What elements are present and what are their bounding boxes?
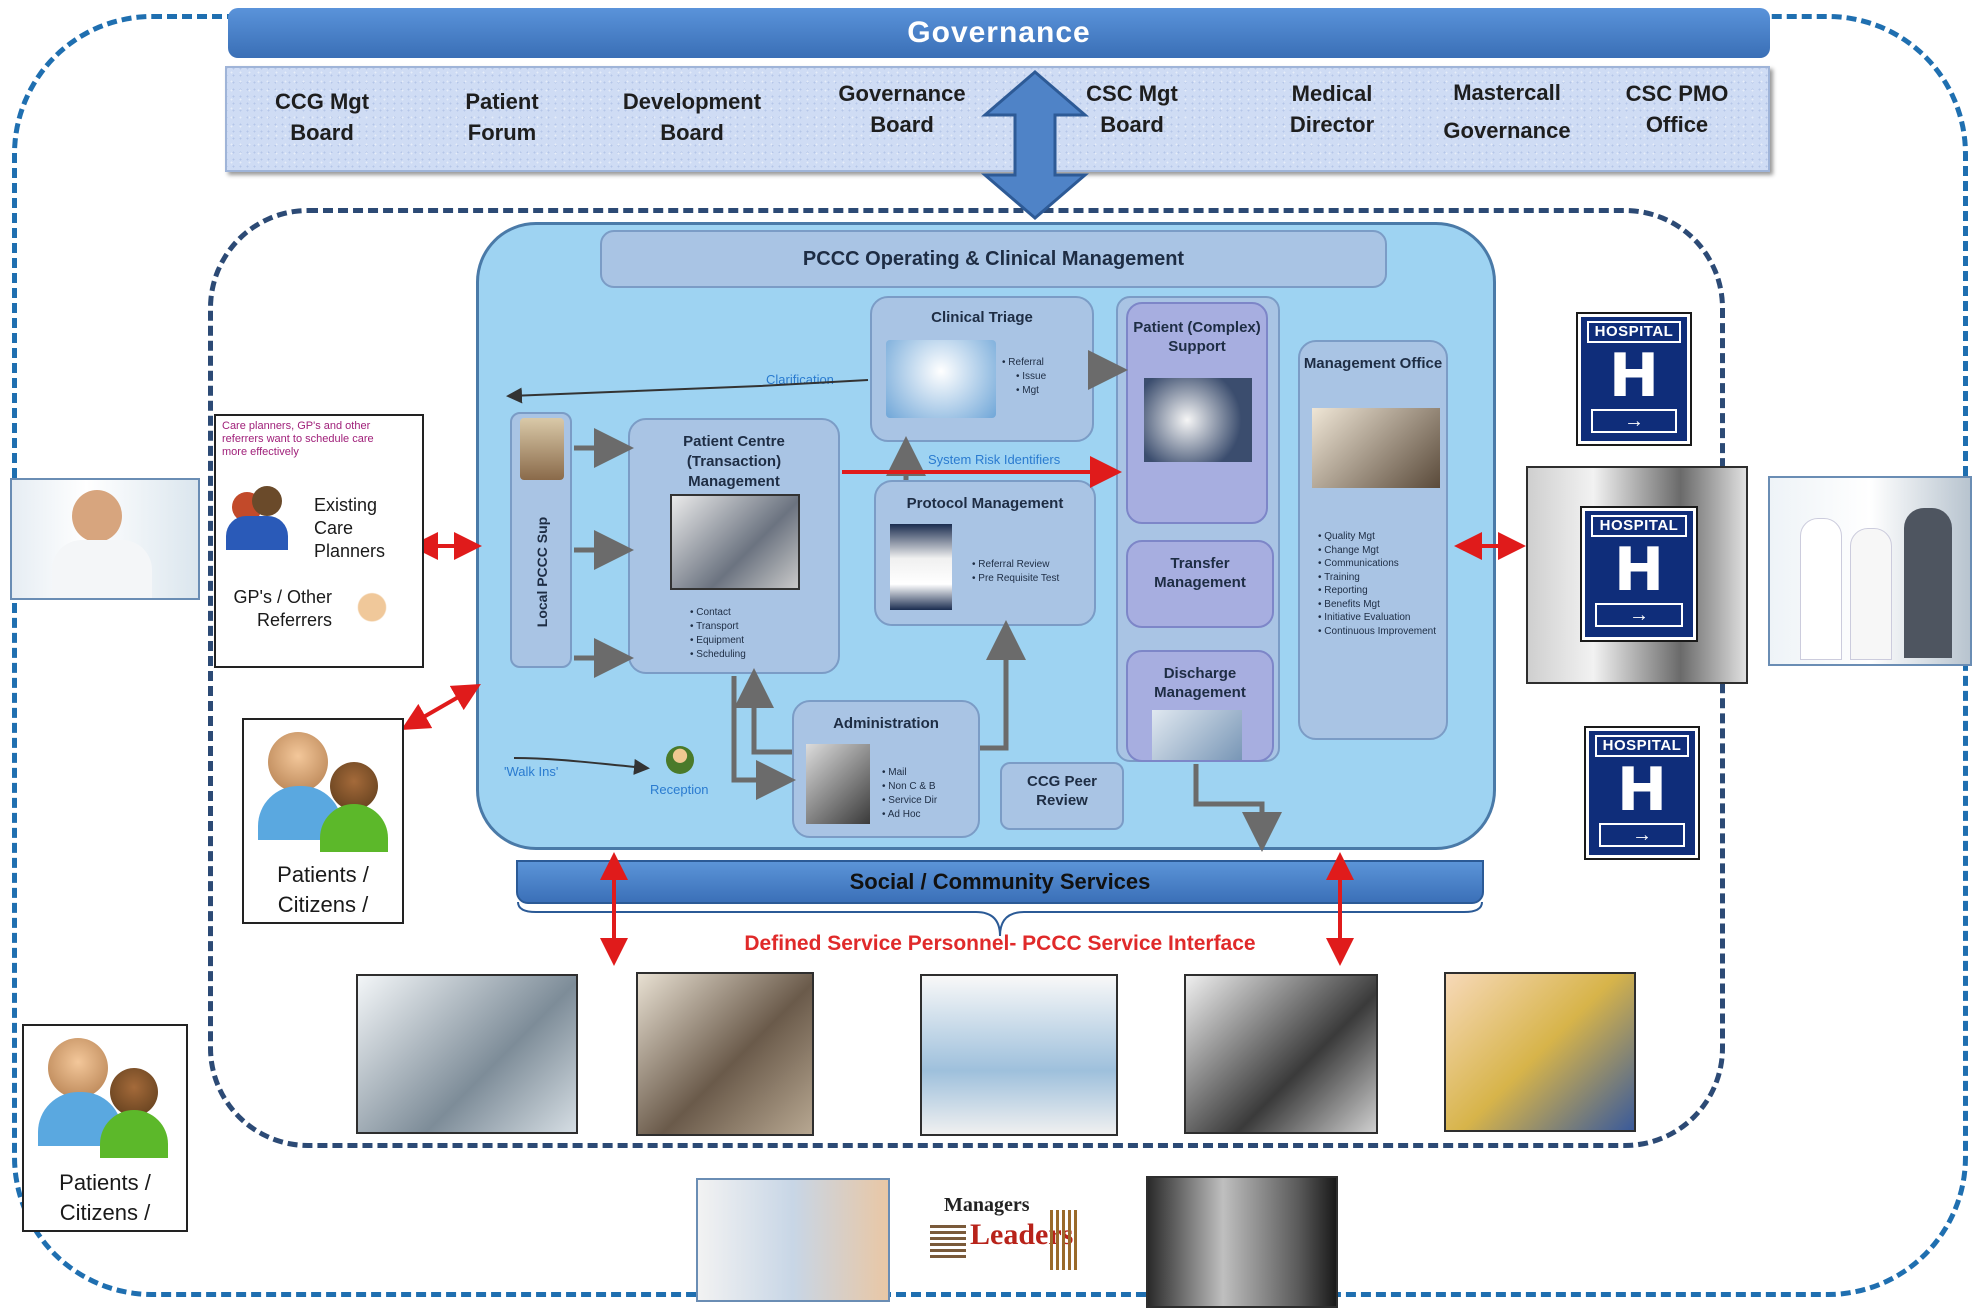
local-pccc-support: Local PCCC Sup <box>510 412 572 668</box>
system-risk-label: System Risk Identifiers <box>928 452 1061 467</box>
patient-outer-body-icon-2 <box>100 1110 168 1158</box>
doctor-phone-photo <box>10 478 200 600</box>
patient-complex-title: Patient (Complex) Support <box>1133 319 1261 355</box>
managers-leaders-wordcloud: Managers Leaders <box>930 1190 1090 1280</box>
wordcloud-texture-right <box>1050 1210 1080 1270</box>
care-planners-box: Care planners, GP's and other referrers … <box>214 414 424 668</box>
left-patients-arrow <box>401 684 481 730</box>
medical-staff-photo <box>920 974 1118 1136</box>
triage-photo <box>886 340 996 418</box>
medical-team-photo <box>1768 476 1972 666</box>
gps-referrers-label: GP's / Other Referrers <box>233 587 332 630</box>
gp-avatar-icon <box>344 586 400 662</box>
study-photo <box>1444 972 1636 1132</box>
ccg-peer-review-title: CCG Peer Review <box>1026 773 1098 809</box>
discharge-photo <box>1152 710 1242 760</box>
management-photo <box>1312 408 1440 488</box>
nurses-car-photo <box>356 974 578 1134</box>
walk-ins-arrow <box>513 757 650 775</box>
team-member-3 <box>1904 508 1952 658</box>
planning-man-photo <box>696 1178 890 1302</box>
patient-centre-panel: Patient Centre (Transaction) Management … <box>628 418 840 674</box>
patient-head-icon-2 <box>330 762 378 810</box>
patient-outer-head-icon-2 <box>110 1068 158 1116</box>
triage-bullets: Referral Issue Mgt <box>1002 356 1046 398</box>
blood-pressure-photo <box>1144 378 1252 462</box>
administration-photo <box>806 744 870 824</box>
discharge-title: Discharge Management <box>1154 665 1246 701</box>
governance-double-arrow <box>980 70 1090 220</box>
team-member-1 <box>1800 518 1842 660</box>
discharge-panel: Discharge Management <box>1126 650 1274 762</box>
patients-outer-label: Patients / Citizens / <box>59 1170 151 1225</box>
planners-body-icon <box>226 516 288 550</box>
protocol-panel: Protocol Management Referral Review Pre … <box>874 480 1096 626</box>
doctor-head <box>72 490 122 542</box>
reception-label: Reception <box>650 782 709 797</box>
administration-panel: Administration Mail Non C & B Service Di… <box>792 700 980 838</box>
protocol-photo <box>890 524 952 610</box>
meeting-photo <box>636 972 814 1136</box>
management-office-panel: Management Office Quality Mgt Change Mgt… <box>1298 340 1448 740</box>
clarification-arrow <box>506 379 869 404</box>
patients-inner-label: Patients / Citizens / <box>277 862 369 917</box>
management-office-title: Management Office <box>1303 355 1443 372</box>
existing-care-planners-label: Existing Care Planners <box>314 495 386 561</box>
transfer-title: Transfer Management <box>1154 555 1246 591</box>
administration-title: Administration <box>833 715 939 732</box>
clinical-triage-panel: Clinical Triage Referral Issue Mgt <box>870 296 1094 442</box>
governance-title: Governance <box>228 8 1770 58</box>
wordcloud-texture-left <box>930 1224 966 1258</box>
doctor-coat <box>52 540 152 598</box>
patient-centre-title: Patient Centre (Transaction) Management <box>683 433 785 490</box>
transaction-photo <box>670 494 800 590</box>
patient-head-icon-1 <box>268 732 328 792</box>
pccc-title: PCCC Operating & Clinical Management <box>600 230 1387 288</box>
centre-to-admin-arrow <box>731 676 796 800</box>
social-bracket <box>517 901 1483 937</box>
clinical-triage-title: Clinical Triage <box>931 309 1033 326</box>
transfer-panel: Transfer Management <box>1126 540 1274 628</box>
admin-to-protocol-arrow <box>980 620 1026 751</box>
administration-bullets: Mail Non C & B Service Dir Ad Hoc <box>882 766 937 822</box>
patient-body-icon-2 <box>320 804 388 852</box>
patients-inner-box: Patients / Citizens / <box>242 718 404 924</box>
social-community-bar: Social / Community Services <box>516 860 1484 904</box>
discharge-out-arrow <box>1193 764 1282 852</box>
ccg-peer-review-panel: CCG Peer Review <box>1000 762 1124 830</box>
care-planners-note: Care planners, GP's and other referrers … <box>222 420 374 458</box>
protocol-bullets: Referral Review Pre Requisite Test <box>972 558 1059 586</box>
reception-icon <box>666 746 694 774</box>
patient-complex-panel: Patient (Complex) Support <box>1126 302 1268 524</box>
wordcloud-managers: Managers <box>944 1194 1030 1216</box>
wheelchair-photo <box>1184 974 1378 1134</box>
service-interface-label: Defined Service Personnel- PCCC Service … <box>744 932 1256 955</box>
walk-ins-label: 'Walk Ins' <box>504 764 559 779</box>
management-office-bullets: Quality Mgt Change Mgt Communications Tr… <box>1318 530 1436 638</box>
patient-outer-head-icon-1 <box>48 1038 108 1098</box>
patients-outer-box: Patients / Citizens / <box>22 1024 188 1232</box>
patient-centre-bullets: Contact Transport Equipment Scheduling <box>690 606 746 662</box>
team-member-2 <box>1850 528 1892 660</box>
train-platform-photo <box>1146 1176 1338 1308</box>
planner-icon-male <box>252 486 282 516</box>
protocol-title: Protocol Management <box>906 495 1064 512</box>
admin-to-centre-arrow <box>734 668 792 755</box>
support-photo <box>520 418 564 480</box>
